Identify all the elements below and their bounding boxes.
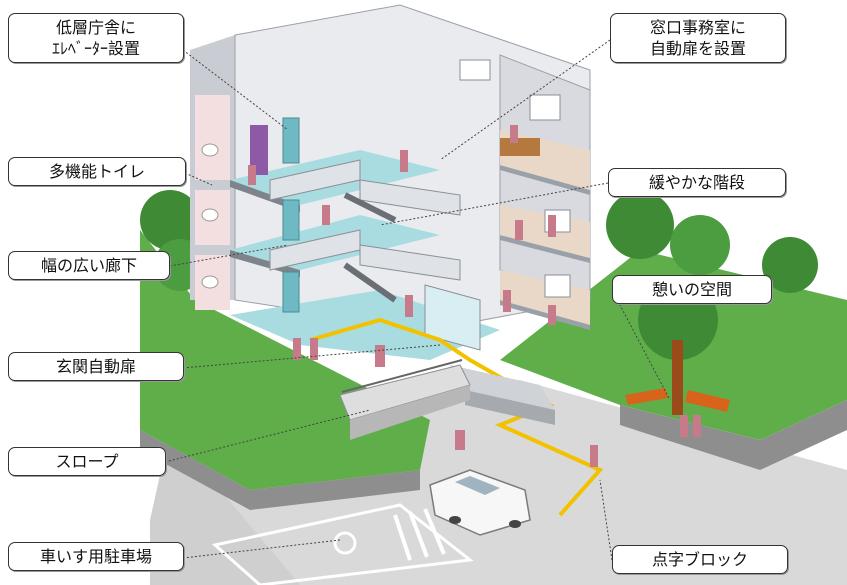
toilet-room-3: [195, 95, 230, 180]
toilet-2: [201, 208, 219, 222]
callout-office-door-line1: 窓口事務室に: [649, 18, 746, 37]
left-lawn-edge: [140, 430, 420, 510]
right-room-floor-2: [500, 235, 590, 263]
callout-rest-space: 憩いの空間: [612, 275, 772, 304]
parking-hatch-2: [408, 511, 429, 558]
stair-landing-2: [359, 244, 461, 281]
callout-slope: スロープ: [8, 447, 166, 476]
entrance-glass: [424, 284, 481, 351]
wheelchair-symbol: [333, 531, 357, 555]
bench-right: [685, 390, 730, 412]
elevator-door-1: [282, 271, 300, 313]
right-lawn-edge: [620, 400, 847, 470]
car: [429, 469, 531, 536]
callout-elevator: 低層庁舎に ｴﾚﾍﾞｰﾀｰ設置: [8, 13, 184, 63]
callout-corridor-label: 幅の広い廊下: [40, 256, 137, 275]
tree-right-1: [606, 191, 674, 259]
leader-lines: [164, 39, 671, 561]
parking-hatch-1: [393, 514, 412, 561]
callout-tactile-blocks-label: 点字ブロック: [651, 550, 748, 569]
entrance-steps-top: [450, 365, 555, 410]
parking-space-marking: [211, 503, 474, 585]
elevator-shaft-door: [250, 125, 268, 175]
callout-wheelchair-parking: 車いす用駐車場: [8, 542, 184, 571]
toilet-1: [201, 275, 219, 289]
floor-2-slab: [230, 250, 300, 277]
elevator-door-3: [282, 117, 300, 164]
window-top-2: [529, 94, 561, 121]
callout-office-door-line2: 自動扉を設置: [649, 39, 746, 58]
callout-elevator-line1: 低層庁舎に: [55, 18, 136, 37]
right-room-floor-1: [500, 300, 590, 330]
parking-hatch-3: [423, 508, 446, 555]
callout-office-door: 窓口事務室に 自動扉を設置: [610, 13, 786, 63]
callout-entrance-door-label: 玄関自動扉: [55, 357, 136, 376]
window-low: [544, 274, 571, 298]
toilet-3: [201, 143, 219, 157]
tree-trunk: [672, 340, 683, 415]
slope-handrail: [341, 359, 463, 393]
tree-left-1: [140, 190, 200, 250]
callout-toilet-label: 多機能トイレ: [48, 162, 145, 181]
callout-entrance-door: 玄関自動扉: [8, 352, 184, 381]
callout-corridor: 幅の広い廊下: [8, 251, 170, 280]
callout-wheelchair-parking-label: 車いす用駐車場: [39, 547, 152, 566]
tactile-paving-inside: [309, 317, 506, 382]
window-top-1: [459, 59, 491, 81]
callout-stairs-label: 緩やかな階段: [648, 173, 745, 192]
slope-ramp-side: [350, 385, 470, 440]
bench-left: [625, 388, 668, 405]
stair-landing-3: [359, 179, 461, 216]
callout-rest-space-label: 憩いの空間: [651, 280, 732, 299]
callout-toilet: 多機能トイレ: [8, 157, 186, 186]
stairs-lower: [343, 262, 397, 303]
right-room-floor-3: [500, 165, 590, 195]
reception-desk: [500, 138, 540, 156]
person-figures: [248, 125, 701, 467]
callout-stairs: 緩やかな階段: [608, 168, 786, 197]
entrance-steps-front: [465, 390, 555, 425]
callout-tactile-blocks: 点字ブロック: [612, 545, 788, 574]
tree-right-2: [670, 215, 730, 275]
callout-slope-label: スロープ: [55, 452, 119, 471]
callout-elevator-line2: ｴﾚﾍﾞｰﾀｰ設置: [51, 39, 140, 58]
stairs-upper: [343, 192, 397, 223]
tree-right-3: [762, 237, 818, 293]
elevator-door-2: [282, 199, 300, 241]
